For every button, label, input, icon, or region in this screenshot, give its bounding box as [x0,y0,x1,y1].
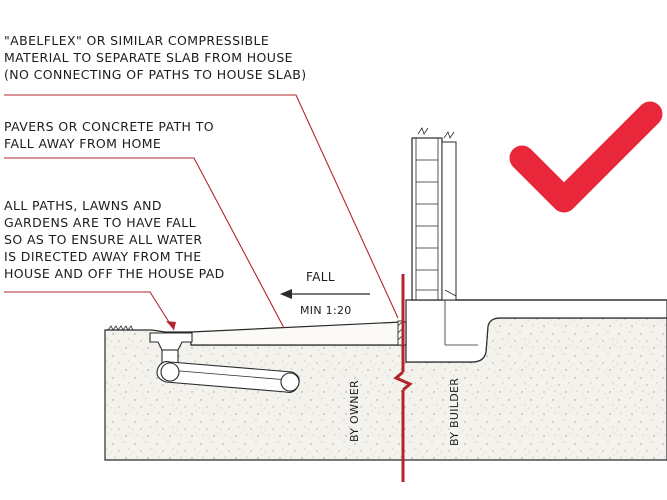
note-fall: ALL PATHS, LAWNS AND GARDENS ARE TO HAVE… [4,198,225,281]
path-slab [190,321,407,346]
note-compressible-line: MATERIAL TO SEPARATE SLAB FROM HOUSE [4,50,293,65]
note-compressible-line: "ABELFLEX" OR SIMILAR COMPRESSIBLE [4,33,269,48]
leader-compressible [4,94,399,319]
grass-tuft [107,325,134,331]
note-fall-line: ALL PATHS, LAWNS AND [4,198,162,213]
note-fall-line: HOUSE AND OFF THE HOUSE PAD [4,266,225,281]
fall-label: FALL [306,270,335,284]
note-pavers-line: FALL AWAY FROM HOME [4,136,161,151]
leader-fall-note [4,291,175,331]
note-pavers: PAVERS OR CONCRETE PATH TO FALL AWAY FRO… [4,119,214,151]
checkmark-icon [509,101,663,213]
note-fall-line: GARDENS ARE TO HAVE FALL [4,215,196,230]
by-owner-label: BY OWNER [348,380,361,442]
leader-fall-note-arrow [166,321,176,330]
fall-arrow-head [280,289,292,299]
note-fall-line: SO AS TO ENSURE ALL WATER [4,232,202,247]
note-pavers-line: PAVERS OR CONCRETE PATH TO [4,119,214,134]
note-compressible: "ABELFLEX" OR SIMILAR COMPRESSIBLE MATER… [4,33,307,82]
note-fall-line: IS DIRECTED AWAY FROM THE [4,249,202,264]
min-ratio-label: MIN 1:20 [300,304,352,317]
by-builder-label: BY BUILDER [448,378,461,446]
note-compressible-line: (NO CONNECTING OF PATHS TO HOUSE SLAB) [4,67,307,82]
brick-wall [411,127,457,301]
boundary-line [393,274,413,482]
house-slab [405,299,667,363]
drain-pipe [156,361,300,393]
leader-pavers [4,157,285,329]
